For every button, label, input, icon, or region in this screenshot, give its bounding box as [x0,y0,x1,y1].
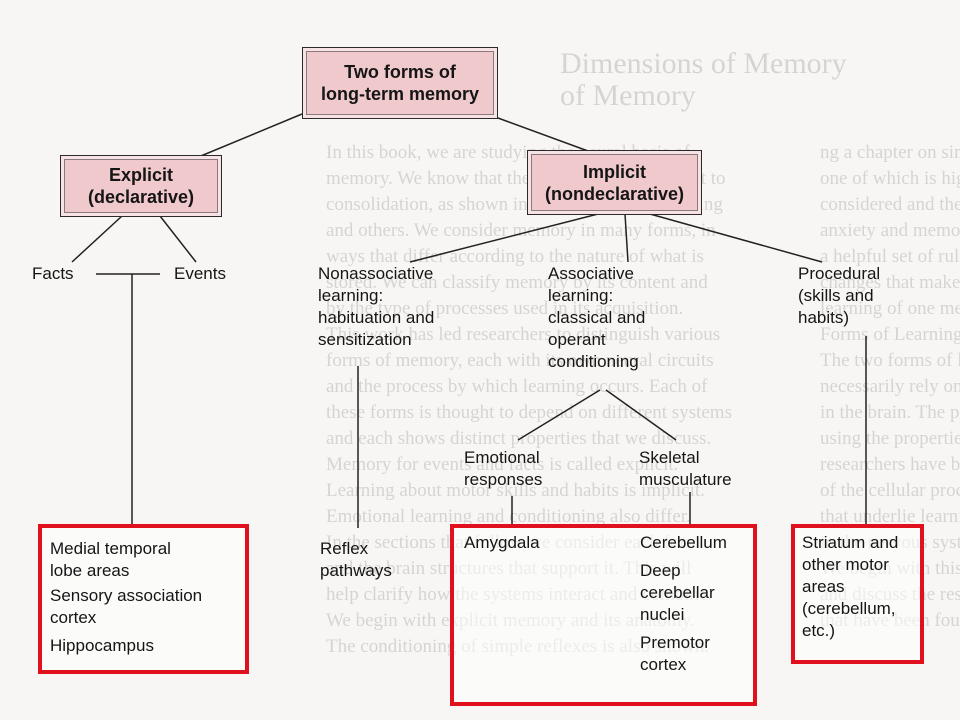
facts-label: Facts [32,264,74,283]
connector-explicit-facts [71,215,123,263]
cerebellum-label: Cerebellum [640,533,727,552]
implicit-node: Implicit (nondeclarative) [527,150,702,215]
skeletal-line: musculature [639,470,732,489]
sensory-association-line-2: cortex [50,608,97,627]
procedural-line: (skills and [798,286,874,305]
root-line-2: long-term memory [320,84,480,104]
striatum-line: etc.) [802,621,836,640]
procedural-label: Procedural (skills and habits) [798,263,880,329]
hippocampus-label: Hippocampus [50,636,154,655]
deep-nuclei-line: Deep [640,561,681,580]
associative-brain-areas-box [450,524,757,706]
striatum-brain-areas: Striatum and other motor areas (cerebell… [802,532,898,642]
explicit-brain-areas-box [38,524,249,674]
associative-line: Associative [548,264,634,283]
explicit-node: Explicit (declarative) [60,155,222,217]
procedural-brain-areas-box [791,524,924,664]
deep-nuclei-line: cerebellar [640,583,715,602]
associative-line: learning: [548,286,614,305]
medial-temporal-line-2: lobe areas [50,561,130,580]
connector-implicit-associative [624,213,629,263]
deep-nuclei-line: nuclei [640,605,685,624]
nonassociative-line: habituation and [318,308,435,327]
medial-temporal-line-1: Medial temporal [50,539,171,558]
cerebellar-brain-areas: Cerebellum Deep cerebellar nuclei Premot… [640,532,727,676]
root-node: Two forms of long-term memory [302,47,498,119]
striatum-line: areas [802,577,845,596]
striatum-line: other motor [802,555,889,574]
connector-root-implicit [497,117,589,152]
striatum-line: (cerebellum, [802,599,896,618]
emotional-line: responses [464,470,543,489]
implicit-line-1: Implicit [582,161,646,182]
explicit-brain-areas: Medial temporal lobe areas Sensory assoc… [50,538,202,657]
reflex-line: Reflex [320,539,369,558]
reflex-line: pathways [320,561,392,580]
events-label: Events [174,264,226,283]
nonassociative-label: Nonassociative learning: habituation and… [318,263,434,351]
premotor-line: Premotor [640,633,710,652]
connector-root-explicit [195,113,303,159]
connector-implicit-nonassociative [409,213,599,263]
reflex-pathways-label: Reflex pathways [320,538,392,582]
connector-explicit-events [159,215,197,263]
implicit-line-2: (nondeclarative) [544,183,685,204]
explicit-line-1: Explicit [108,165,174,185]
connector-associative-emotional [517,389,601,441]
nonassociative-line: sensitization [318,330,412,349]
amygdala-label: Amygdala [464,533,540,552]
premotor-line: cortex [640,655,687,674]
connector-implicit-procedural [649,213,823,263]
associative-line: conditioning [548,352,639,371]
root-line-1: Two forms of [344,62,456,82]
emotional-line: Emotional [464,448,540,467]
procedural-line: habits) [798,308,850,327]
skeletal-line: Skeletal [639,448,700,467]
skeletal-musculature-label: Skeletal musculature [639,447,732,491]
emotional-responses-label: Emotional responses [464,447,542,491]
associative-line: operant [548,330,606,349]
striatum-line: Striatum and [802,533,899,552]
nonassociative-line: Nonassociative [318,264,434,283]
nonassociative-line: learning: [318,286,384,305]
explicit-line-2: (declarative) [87,187,195,207]
connector-associative-skeletal [605,389,677,441]
associative-line: classical and [548,308,646,327]
associative-label: Associative learning: classical and oper… [548,263,645,373]
procedural-line: Procedural [798,264,881,283]
sensory-association-line-1: Sensory association [50,586,203,605]
